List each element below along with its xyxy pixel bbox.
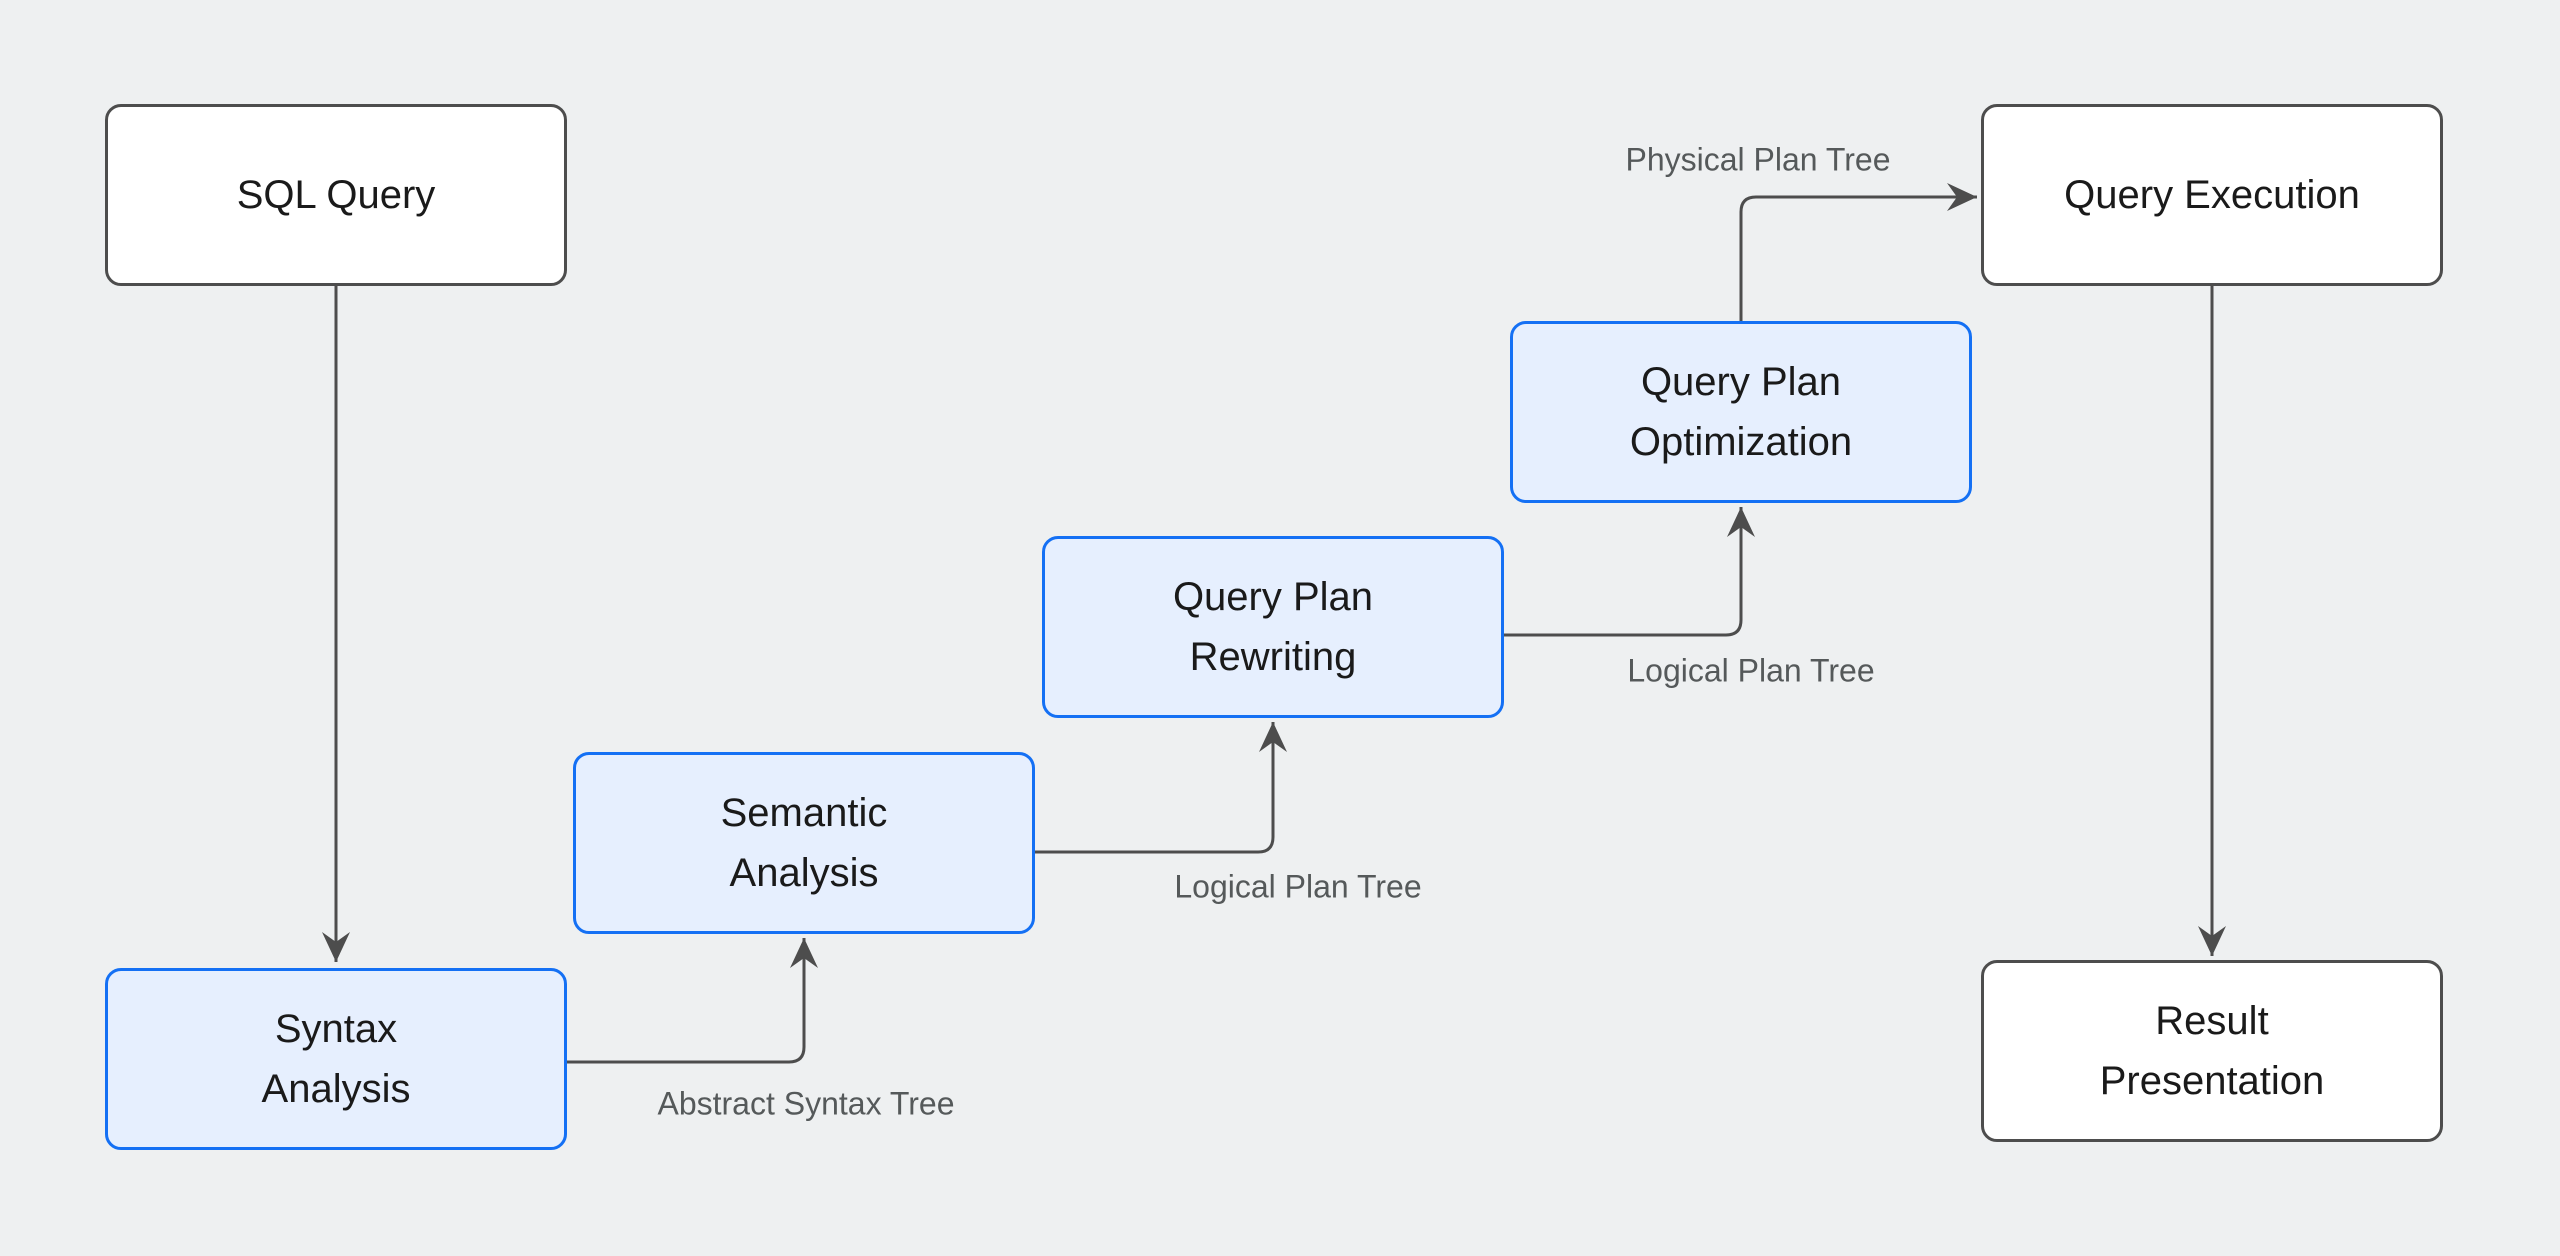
edge-semantic-analysis-to-query-plan-rewriting	[1035, 722, 1287, 854]
node-syntax-analysis-label: Syntax Analysis	[261, 1007, 411, 1111]
edge-query-plan-rewriting-to-query-plan-optimization	[1504, 507, 1755, 637]
edge-label-logical-plan-tree-2: Logical Plan Tree	[1627, 652, 1875, 689]
node-query-execution[interactable]: Query Execution	[1981, 104, 2443, 286]
node-query-plan-rewriting[interactable]: Query Plan Rewriting	[1042, 536, 1504, 718]
edge-label-logical-plan-tree-1: Logical Plan Tree	[1174, 868, 1422, 905]
node-result-presentation-label: Result Presentation	[2099, 999, 2325, 1103]
edge-label-abstract-syntax-tree: Abstract Syntax Tree	[657, 1085, 955, 1122]
node-sql-query-label: SQL Query	[236, 173, 436, 217]
node-syntax-analysis[interactable]: Syntax Analysis	[105, 968, 567, 1150]
node-semantic-analysis[interactable]: Semantic Analysis	[573, 752, 1035, 934]
node-result-presentation[interactable]: Result Presentation	[1981, 960, 2443, 1142]
node-sql-query[interactable]: SQL Query	[105, 104, 567, 286]
node-query-plan-rewriting-label: Query Plan Rewriting	[1172, 575, 1374, 679]
node-semantic-analysis-label: Semantic Analysis	[720, 791, 888, 895]
node-query-execution-label: Query Execution	[2064, 173, 2360, 217]
node-query-plan-optimization[interactable]: Query Plan Optimization	[1510, 321, 1972, 503]
edge-syntax-analysis-to-semantic-analysis	[567, 938, 818, 1064]
edge-query-plan-optimization-to-query-execution	[1739, 183, 1977, 321]
edge-label-physical-plan-tree: Physical Plan Tree	[1625, 141, 1891, 178]
node-query-plan-optimization-label: Query Plan Optimization	[1629, 360, 1853, 464]
